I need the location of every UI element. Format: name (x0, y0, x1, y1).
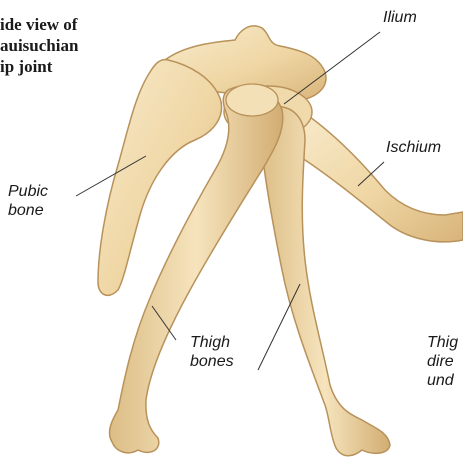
femur-head (226, 84, 278, 116)
title-line-1: ide view of (0, 14, 78, 35)
thigh-bones-label-line-1: Thigh (190, 333, 234, 352)
thigh-bones-label: Thigh bones (190, 333, 234, 371)
diagram-title: ide view of auisuchian ip joint (0, 14, 78, 77)
ischium-bone (291, 110, 463, 242)
clipped-caption-line-1: Thig (427, 333, 458, 352)
pubic-bone-label-line-2: bone (8, 201, 48, 220)
ischium-label: Ischium (386, 138, 441, 157)
clipped-caption: Thig dire und (427, 333, 458, 390)
clipped-caption-line-2: dire (427, 352, 458, 371)
thigh-leader-line-right (258, 284, 300, 370)
clipped-caption-line-3: und (427, 371, 458, 390)
thigh-bones-label-line-2: bones (190, 352, 234, 371)
title-line-3: ip joint (0, 56, 78, 77)
ilium-label: Ilium (383, 8, 417, 27)
pubic-bone-label: Pubic bone (8, 182, 48, 220)
pubic-bone-label-line-1: Pubic (8, 182, 48, 201)
title-line-2: auisuchian (0, 35, 78, 56)
